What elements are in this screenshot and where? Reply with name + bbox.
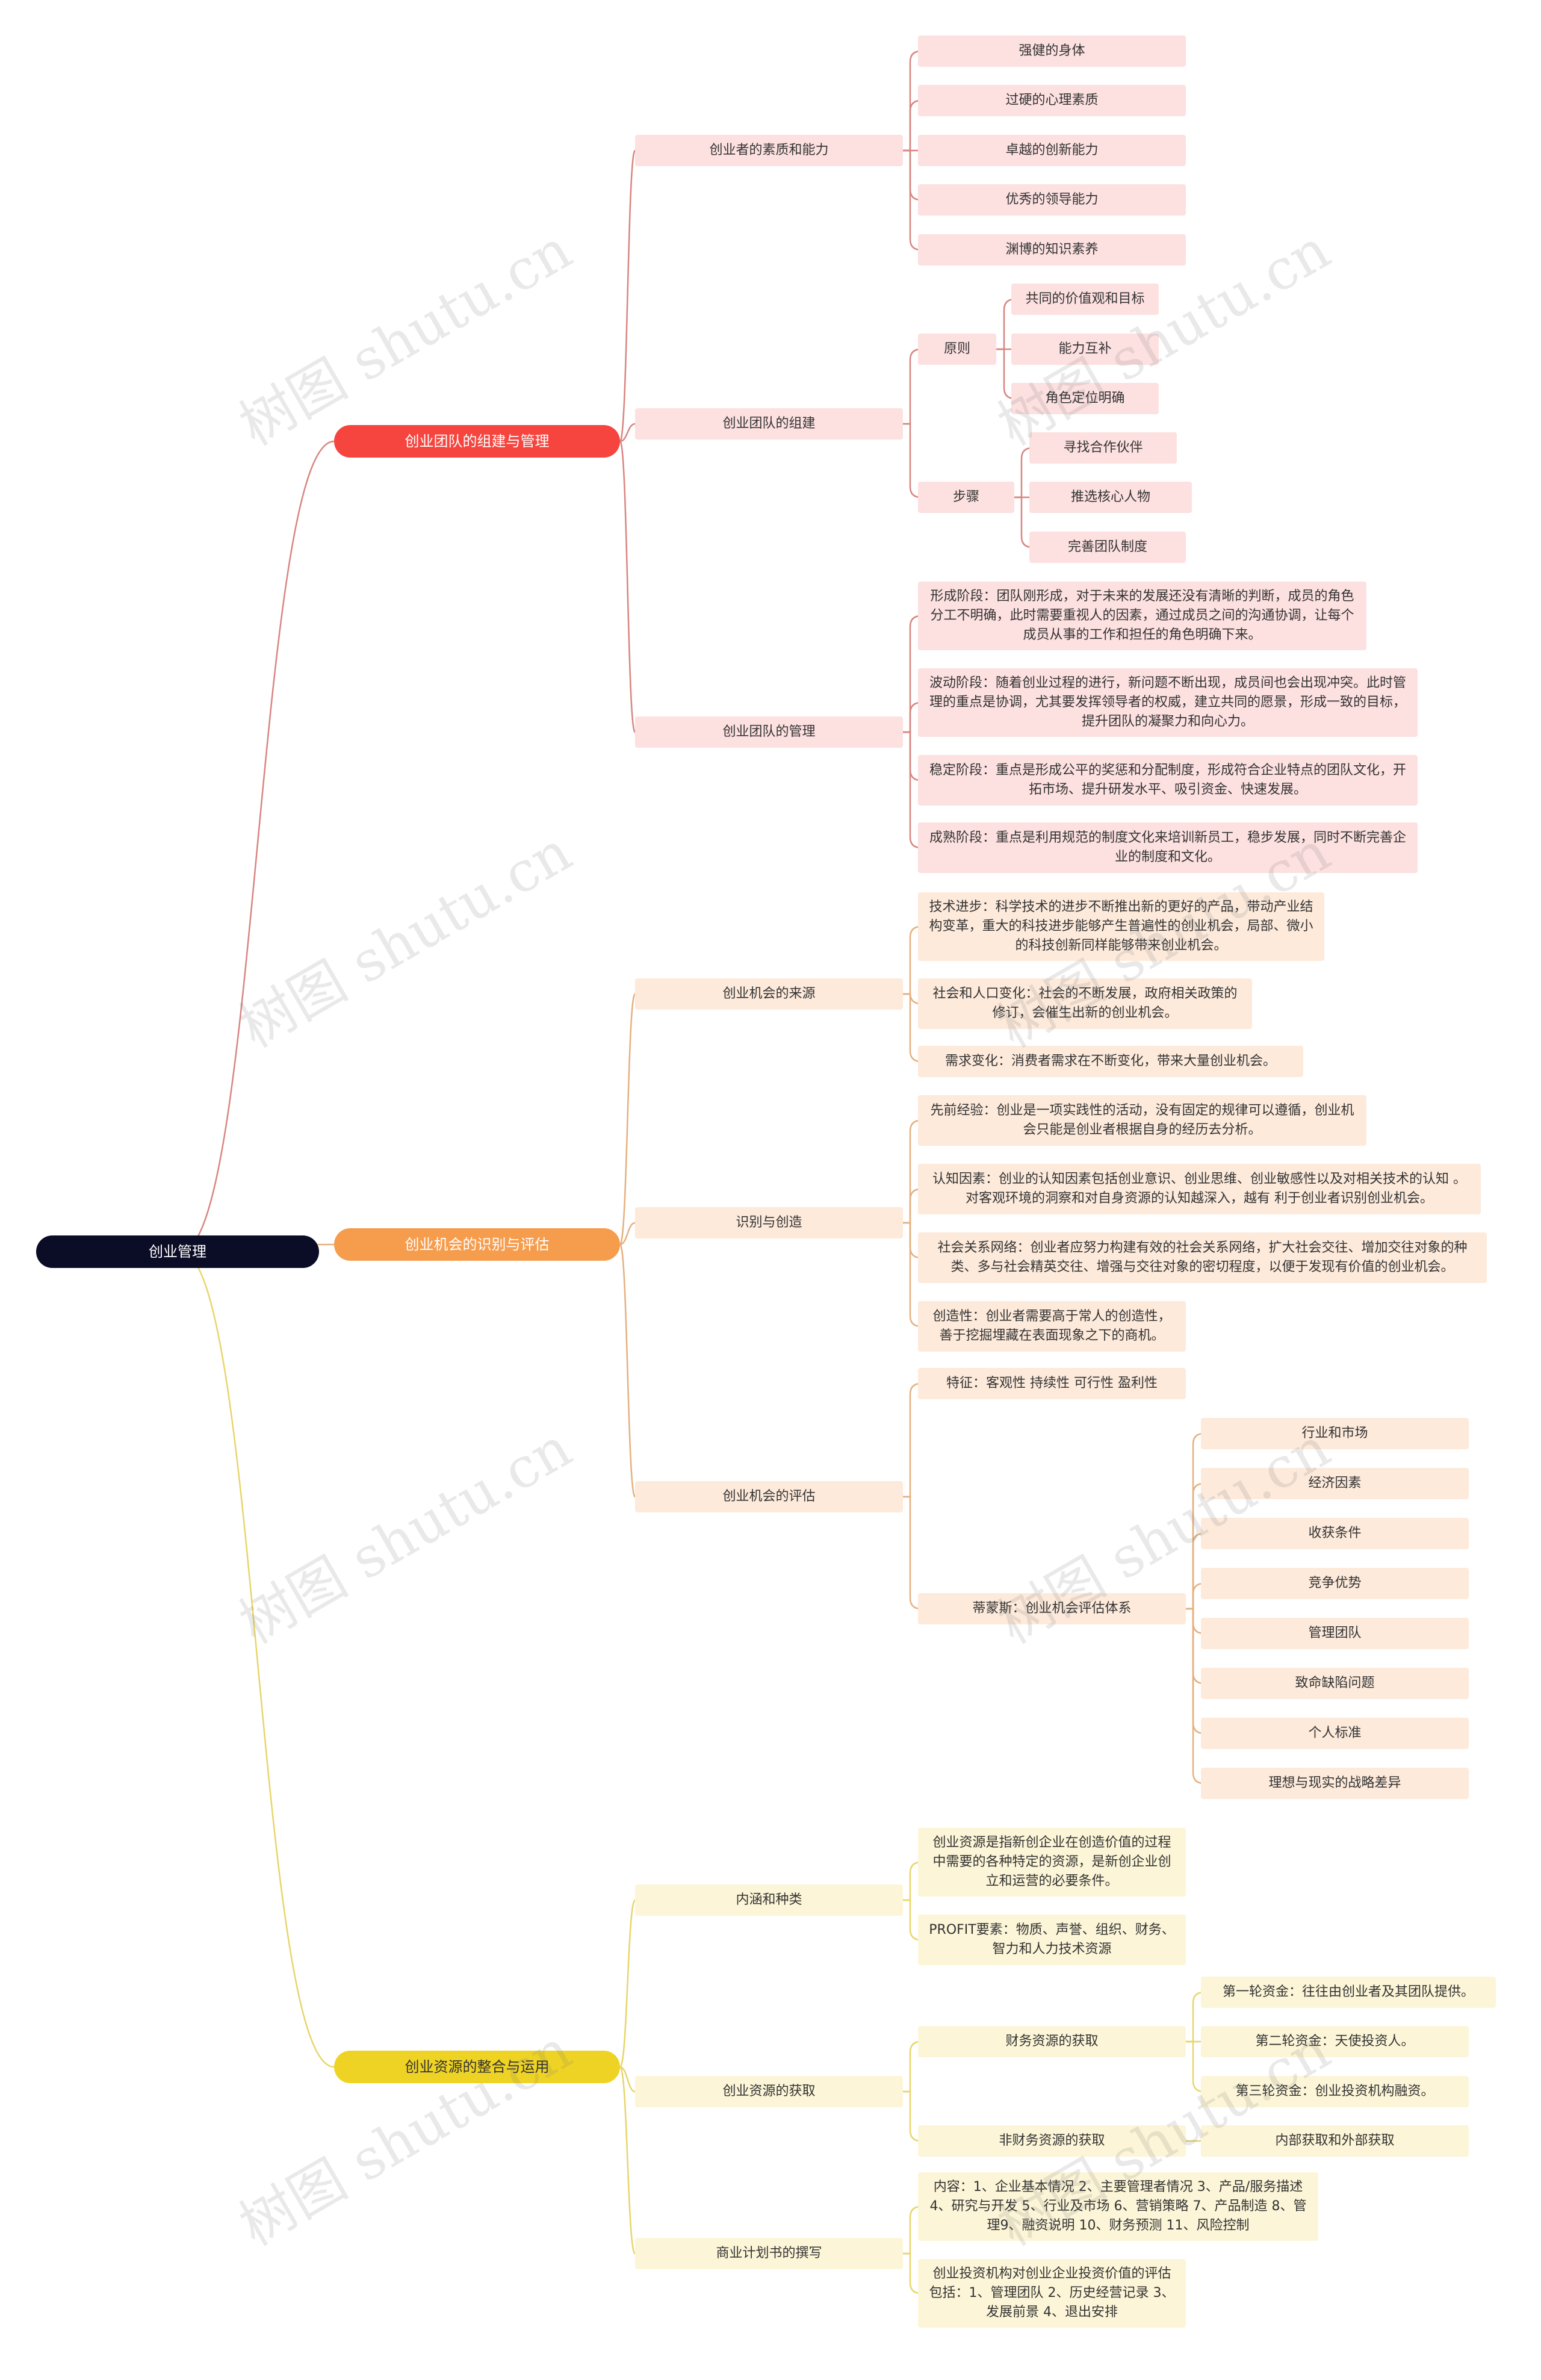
topic-founder-qualities[interactable]: 创业者的素质和能力 (635, 135, 903, 166)
list-item[interactable]: 共同的价值观和目标 (1011, 284, 1159, 315)
connector-line (1178, 1608, 1205, 1785)
root-link-team (180, 440, 335, 1253)
funding-round-2[interactable]: 第二轮资金：天使投资人。 (1201, 2026, 1469, 2057)
list-item[interactable]: 寻找合作伙伴 (1029, 432, 1177, 464)
list-item[interactable]: 经济因素 (1201, 1468, 1469, 1499)
source-technology[interactable]: 技术进步：科学技术的进步不断推出新的更好的产品，带动产业结构变革，重大的科技进步… (918, 892, 1324, 961)
list-item[interactable]: 强健的身体 (918, 36, 1186, 67)
group-nonfinancial-resources[interactable]: 非财务资源的获取 (918, 2125, 1186, 2157)
investor-evaluation[interactable]: 创业投资机构对创业企业投资价值的评估包括：1、管理团队 2、历史经营记录 3、发… (918, 2259, 1186, 2328)
group-principles[interactable]: 原则 (918, 334, 996, 365)
list-item[interactable]: 推选核心人物 (1029, 482, 1192, 513)
stage-performing[interactable]: 成熟阶段：重点是利用规范的制度文化来培训新员工，稳步发展，同时不断完善企业的制度… (918, 822, 1418, 873)
topic-resource-meaning[interactable]: 内涵和种类 (635, 1884, 903, 1916)
topic-team-management[interactable]: 创业团队的管理 (635, 716, 903, 748)
factor-social-network[interactable]: 社会关系网络：创业者应努力构建有效的社会关系网络，扩大社会交往、增加交往对象的种… (918, 1232, 1487, 1283)
list-item[interactable]: 能力互补 (1011, 334, 1159, 365)
factor-cognition[interactable]: 认知因素：创业的认知因素包括创业意识、创业思维、创业敏感性以及对相关技术的认知 … (918, 1164, 1481, 1214)
topic-team-formation[interactable]: 创业团队的组建 (635, 408, 903, 440)
connector-line (895, 1382, 922, 1498)
stage-forming[interactable]: 形成阶段：团队刚形成，对于未来的发展还没有清晰的判断，成员的角色分工不明确，此时… (918, 582, 1366, 650)
topic-opportunity-sources[interactable]: 创业机会的来源 (635, 978, 903, 1010)
list-item[interactable]: 致命缺陷问题 (1201, 1668, 1469, 1699)
root-node[interactable]: 创业管理 (36, 1235, 319, 1268)
list-item[interactable]: 完善团队制度 (1029, 532, 1186, 563)
list-item[interactable]: 个人标准 (1201, 1718, 1469, 1749)
list-item[interactable]: 角色定位明确 (1011, 383, 1159, 414)
connector-line (619, 440, 636, 733)
branch-team[interactable]: 创业团队的组建与管理 (334, 425, 620, 458)
connector-line (619, 1899, 636, 2068)
resource-definition[interactable]: 创业资源是指新创企业在创造价值的过程中需要的各种特定的资源，是新创企业创立和运营… (918, 1828, 1186, 1897)
connector-line (895, 731, 922, 849)
stage-norming[interactable]: 稳定阶段：重点是形成公平的奖惩和分配制度，形成符合企业特点的团队文化，开拓市场、… (918, 755, 1418, 806)
list-item[interactable]: 过硬的心理素质 (918, 85, 1186, 116)
group-steps[interactable]: 步骤 (918, 482, 1014, 513)
connector-line (619, 149, 636, 443)
topic-business-plan[interactable]: 商业计划书的撰写 (635, 2238, 903, 2269)
evaluation-features[interactable]: 特征：客观性 持续性 可行性 盈利性 (918, 1368, 1186, 1399)
list-item[interactable]: 内部获取和外部获取 (1201, 2125, 1469, 2157)
connector-line (619, 2066, 636, 2093)
list-item[interactable]: 管理团队 (1201, 1618, 1469, 1649)
connector-line (895, 1496, 922, 1610)
topic-opportunity-evaluation[interactable]: 创业机会的评估 (635, 1481, 903, 1512)
list-item[interactable]: 行业和市场 (1201, 1418, 1469, 1449)
topic-resource-acquisition[interactable]: 创业资源的获取 (635, 2076, 903, 2107)
root-link-resources (180, 1251, 335, 2068)
resource-profit-elements[interactable]: PROFIT要素：物质、声誉、组织、财务、智力和人力技术资源 (918, 1915, 1186, 1965)
list-item[interactable]: 理想与现实的战略差异 (1201, 1768, 1469, 1799)
list-item[interactable]: 渊博的知识素养 (918, 234, 1186, 266)
connector-line (619, 1222, 636, 1246)
connector-line (1178, 1608, 1205, 1735)
list-item[interactable]: 收获条件 (1201, 1518, 1469, 1549)
connector-line (1178, 1432, 1205, 1610)
topic-identify-create[interactable]: 识别与创造 (635, 1207, 903, 1238)
source-demand[interactable]: 需求变化：消费者需求在不断变化，带来大量创业机会。 (918, 1046, 1303, 1077)
connector-line (895, 615, 922, 733)
list-item[interactable]: 竞争优势 (1201, 1568, 1469, 1599)
group-timmons-model[interactable]: 蒂蒙斯：创业机会评估体系 (918, 1593, 1186, 1624)
group-financial-resources[interactable]: 财务资源的获取 (918, 2026, 1186, 2057)
connector-line (619, 2066, 636, 2255)
connector-line (619, 1243, 636, 1498)
factor-experience[interactable]: 先前经验：创业是一项实践性的活动，没有固定的规律可以遵循，创业机会只能是创业者根… (918, 1095, 1366, 1146)
business-plan-contents[interactable]: 内容：1、企业基本情况 2、主要管理者情况 3、产品/服务描述 4、研究与开发 … (918, 2172, 1318, 2241)
list-item[interactable]: 卓越的创新能力 (918, 135, 1186, 166)
branch-opportunity[interactable]: 创业机会的识别与评估 (334, 1228, 620, 1261)
list-item[interactable]: 优秀的领导能力 (918, 184, 1186, 216)
funding-round-1[interactable]: 第一轮资金：往往由创业者及其团队提供。 (1201, 1977, 1496, 2008)
source-society[interactable]: 社会和人口变化：社会的不断发展，政府相关政策的修订，会催生出新的创业机会。 (918, 978, 1252, 1029)
branch-resources[interactable]: 创业资源的整合与运用 (334, 2051, 620, 2083)
funding-round-3[interactable]: 第三轮资金：创业投资机构融资。 (1201, 2076, 1469, 2107)
connector-line (619, 993, 636, 1246)
stage-storming[interactable]: 波动阶段：随着创业过程的进行，新问题不断出现，成员间也会出现冲突。此时管理的重点… (918, 668, 1418, 737)
connector-line (1178, 1482, 1205, 1610)
connector-line (619, 423, 636, 443)
factor-creativity[interactable]: 创造性：创业者需要高于常人的创造性，善于挖掘埋藏在表面现象之下的商机。 (918, 1301, 1186, 1352)
